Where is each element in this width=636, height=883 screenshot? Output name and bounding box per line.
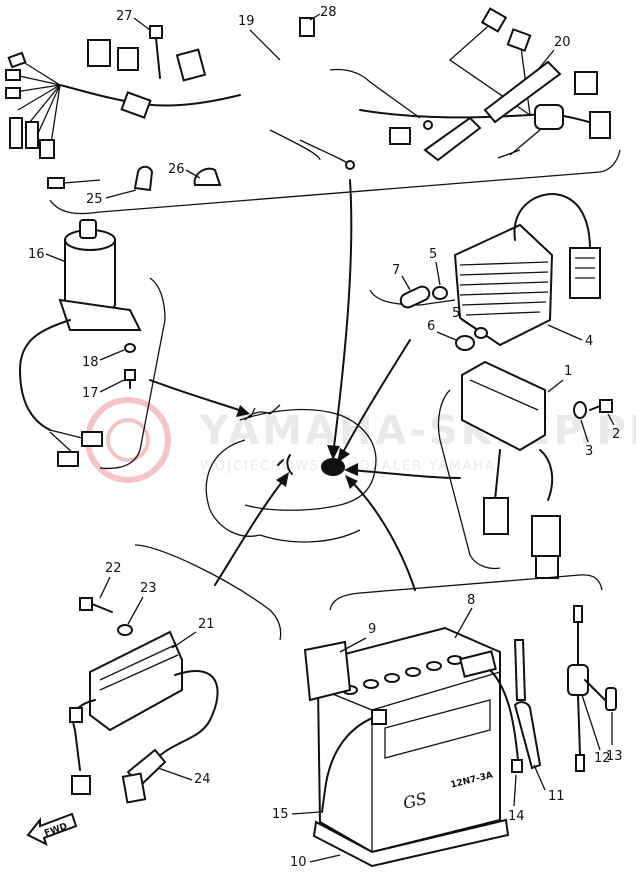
washer-3 [573, 401, 587, 419]
fuse-holder [567, 605, 611, 772]
callout-27: 27 [116, 9, 133, 24]
frame-outline [205, 404, 377, 543]
callout-6: 6 [427, 319, 435, 334]
callout-5b: 5 [452, 306, 460, 321]
arrow-cdi [349, 469, 461, 479]
watermark-logo-inner [106, 418, 150, 462]
callout-1: 1 [564, 364, 572, 379]
callout-19: 19 [238, 14, 255, 29]
main-switch-group-outline [99, 277, 166, 470]
bolt-22 [79, 597, 113, 613]
callout-26: 26 [168, 162, 185, 177]
connector-right-a [480, 7, 508, 33]
location-arrows [149, 179, 461, 591]
regulator-group-outline [369, 289, 456, 306]
callout-24: 24 [194, 772, 211, 787]
protector-sheet-2 [423, 116, 482, 162]
watermark-tagline: WOJCIECHOWSCY | DEALER YAMAHA [200, 459, 496, 474]
protector-sheet [483, 60, 562, 124]
washer-5b [474, 327, 488, 339]
screw-2 [589, 399, 613, 413]
washer-23 [117, 624, 133, 636]
arrow-harness [332, 179, 353, 456]
connector-right-e [589, 111, 611, 139]
callout-4: 4 [585, 334, 593, 349]
connector-right-b [506, 28, 532, 52]
arrow-main-switch [149, 379, 246, 413]
connector-top-b [117, 47, 139, 71]
connector-top-a [87, 39, 111, 67]
battery-mount-point [321, 458, 345, 476]
callout-8: 8 [467, 593, 475, 608]
callout-14: 14 [508, 809, 525, 824]
battery-sheet [303, 640, 352, 702]
forward-arrow: FWD [26, 812, 78, 846]
battery-lead-14 [489, 669, 519, 761]
clamp-b [193, 167, 222, 186]
battery-lead-terminal [511, 759, 523, 773]
bullet-connector-b [423, 120, 433, 130]
callout-22: 22 [105, 561, 122, 576]
fuse [605, 687, 617, 711]
callout-25: 25 [86, 192, 103, 207]
breather-pipe [513, 639, 527, 701]
connector-right-d [534, 104, 564, 130]
ignition-coil-group-outline [134, 544, 282, 641]
clamp-a [133, 165, 154, 192]
callout-20: 20 [554, 35, 571, 50]
callout-11: 11 [548, 789, 565, 804]
callout-28: 28 [320, 5, 337, 20]
battery-tray [312, 818, 510, 868]
callout-23: 23 [140, 581, 157, 596]
callout-2: 2 [612, 427, 620, 442]
bullet-connector-a [345, 160, 355, 170]
callout-15: 15 [272, 807, 289, 822]
cable-tie [149, 25, 163, 79]
connector-top-c [175, 48, 207, 82]
breather-tube [513, 701, 542, 770]
callout-7: 7 [392, 263, 400, 278]
arrow-regulator [339, 339, 411, 459]
callout-16: 16 [28, 247, 45, 262]
watermark: YAMAHA-SKLEP.PL WOJCIECHOWSCY | DEALER Y… [85, 397, 636, 483]
collar-7 [399, 285, 431, 309]
cdi-unit [461, 360, 561, 579]
callout-9: 9 [368, 622, 376, 637]
battery-group-outline [329, 574, 603, 611]
arrow-ignition-coil [214, 477, 286, 586]
connector-right-c [574, 71, 598, 95]
watermark-brand: YAMAHA-SKLEP.PL [199, 408, 636, 454]
callout-17: 17 [82, 386, 99, 401]
callout-5a: 5 [429, 247, 437, 262]
cdi-group-outline [437, 389, 501, 570]
washer-6 [455, 335, 475, 351]
main-switch [19, 219, 142, 467]
callout-12: 12 [594, 751, 611, 766]
callout-13: 13 [606, 749, 623, 764]
harness-right-trunk [359, 109, 601, 126]
callout-numbers: 1 2 3 4 5 5 6 7 8 9 10 11 12 13 14 15 16… [28, 5, 623, 870]
wire-harness [5, 7, 611, 189]
left-connector-fan [5, 51, 101, 189]
connector-mid-a [120, 91, 152, 119]
harness-main-loop-inner [227, 59, 381, 136]
bolt-17 [124, 369, 136, 389]
callout-18: 18 [82, 355, 99, 370]
ignition-coil [69, 630, 219, 804]
arrow-battery [349, 479, 416, 591]
callout-10: 10 [290, 855, 307, 870]
rectifier-regulator [453, 193, 601, 347]
washer-18 [124, 343, 136, 353]
callout-21: 21 [198, 617, 215, 632]
callout-3: 3 [585, 444, 593, 459]
washer-5a [432, 286, 448, 300]
harness-clip [299, 17, 315, 37]
battery: GS 12N7-3A [316, 626, 501, 854]
connector-mid-b [389, 127, 411, 145]
